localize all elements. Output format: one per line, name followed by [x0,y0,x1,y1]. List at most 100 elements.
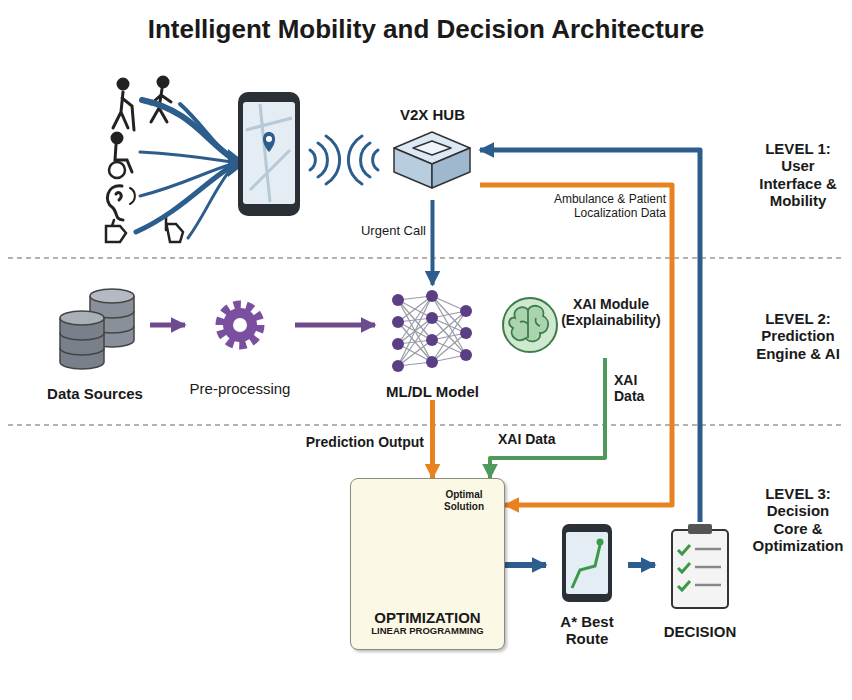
route-phone-icon-part [572,545,600,588]
v2x-hub-icon-part [394,148,432,188]
node-text: Data Sources [47,385,143,402]
connector-arrow [490,358,605,478]
clipboard-icon-part [678,545,690,590]
user-icons-part [130,188,135,204]
level-label: LEVEL 2: Prediction Engine & AI [748,310,848,362]
user-icons-part [106,220,126,242]
signal-waves-part [310,150,315,170]
node-text: XAI Module (Explainability) [558,296,664,328]
signal-waves-part [348,136,362,184]
optimization-box: Optimal SolutionOPTIMIZATIONLINEAR PROGR… [350,478,505,650]
neural-network-icon-part [426,312,438,324]
connector-arrow [295,323,375,328]
user-flow-arrows-part [180,104,232,160]
route-phone-icon-part [566,532,608,594]
neural-network-icon-part [460,349,472,361]
connector-arrow [480,185,672,505]
node-text: ML/DL Model [386,383,479,400]
clipboard-icon [672,524,728,608]
route-phone-icon-part [597,539,604,546]
user-icons-part [109,162,125,178]
user-flow-arrows [136,100,246,238]
node-text: LINEAR PROGRAMMING [371,626,483,637]
smartphone-part [266,136,272,142]
route-node: A* Best Route [546,522,628,647]
user-flow-arrows-part [136,166,232,232]
connector-arrow [150,323,185,328]
user-flow-arrows-part [188,168,232,238]
v2x-hub-icon [394,132,470,188]
signal-waves-part [326,136,340,184]
database-icon-part [60,333,104,355]
neural-network-icon-part [426,334,438,346]
node-text: Pre-processing [190,380,291,397]
xai-node: XAI Module (Explainability) [498,290,664,358]
connector-label: XAI Data [498,431,578,447]
gear-icon-part [233,318,247,332]
user-icons-part [113,92,134,130]
neural-network-icon-part [460,327,472,339]
brain-icon-part [503,298,557,352]
node-text: OPTIMIZATION [374,609,480,626]
smartphone-part [238,92,300,216]
neural-network-icon-part [392,294,404,306]
route-phone-icon [562,524,612,602]
neural-network-icon-part [432,296,466,333]
v2x-hub-icon-part [413,141,451,155]
signal-waves-part [318,143,327,177]
signal-waves-part [373,150,378,170]
node-text: V2X HUB [400,106,465,123]
connector-arrow [430,400,435,478]
neural-network-icon-part [426,356,438,368]
gear-icon-part [223,308,257,342]
smartphone-part [246,104,292,202]
decision-node: DECISION [655,522,745,640]
user-flow-arrows-part [140,164,232,196]
signal-waves-part [361,143,370,177]
diagram-title: Intelligent Mobility and Decision Archit… [0,14,852,45]
data-source-node: Data Sources [40,290,150,402]
neural-network-icon-part [392,360,404,372]
neural-network-icon [392,290,472,372]
neural-network-icon-part [432,296,466,355]
neural-network-icon-part [392,338,404,350]
connector-arrow [628,562,655,568]
connector-label: Urgent Call [346,224,426,239]
smartphone-part [263,132,275,152]
connector-arrow [431,200,435,285]
level-divider [8,258,844,425]
route-phone-icon-part [562,524,612,602]
connector-label: Prediction Output [262,434,424,450]
neural-network-icon-part [398,296,432,366]
clipboard-icon-part [672,530,728,608]
user-icons-part [158,77,168,87]
user-icons-part [112,133,122,143]
user-flow-arrows-part [140,152,232,162]
clipboard-icon-part [688,524,712,534]
node-text: A* Best Route [546,613,628,648]
database-icon [60,289,134,369]
level-divider-part [8,257,844,258]
gear-icon [220,305,260,345]
node-text: DECISION [664,623,737,640]
gear-icon-part [220,305,260,345]
smartphone-part [243,102,295,204]
process-node: Pre-processing [185,295,295,397]
brain-icon-part [509,306,548,342]
smartphone [238,92,300,216]
level-divider-part [8,424,844,425]
user-icons-part [107,186,123,220]
neural-network-icon-part [392,316,404,328]
signal-waves [310,136,378,184]
user-icons-part [166,214,183,242]
neural-network-icon-part [460,305,472,317]
node-text: Optimal Solution [431,489,497,512]
model-node: ML/DL Model [375,285,490,400]
database-icon-part [90,289,134,303]
v2x-hub-icon-part [432,148,470,188]
connector-label: Ambulance & Patient Localization Data [548,193,666,221]
level-label: LEVEL 3: Decision Core & Optimization [748,485,848,554]
level-label: LEVEL 1: User Interface & Mobility [748,140,848,209]
brain-icon [503,298,557,352]
neural-network-icon-part [426,290,438,302]
